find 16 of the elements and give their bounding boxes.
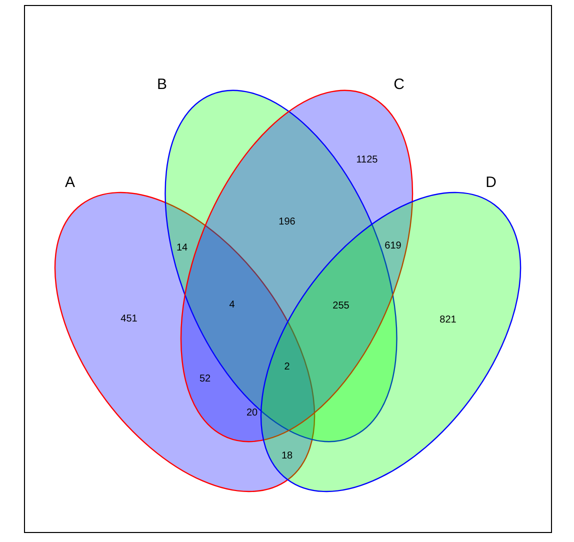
count-label: 18: [281, 450, 293, 462]
count-label: 52: [199, 374, 211, 384]
count-label: 4: [229, 300, 235, 310]
count-label: 1125: [356, 154, 378, 166]
count-label: 451: [120, 314, 138, 324]
count-label: 14: [176, 242, 188, 254]
set-label: D: [486, 175, 496, 191]
count-label: 821: [440, 314, 456, 326]
count-label: 2: [284, 362, 290, 372]
set-label: A: [64, 175, 75, 191]
count-label: 619: [384, 240, 402, 252]
count-label: 196: [278, 216, 296, 228]
set-label: B: [157, 77, 167, 93]
count-label: 255: [332, 300, 350, 312]
count-label: 20: [246, 408, 258, 418]
set-label: C: [394, 77, 404, 93]
